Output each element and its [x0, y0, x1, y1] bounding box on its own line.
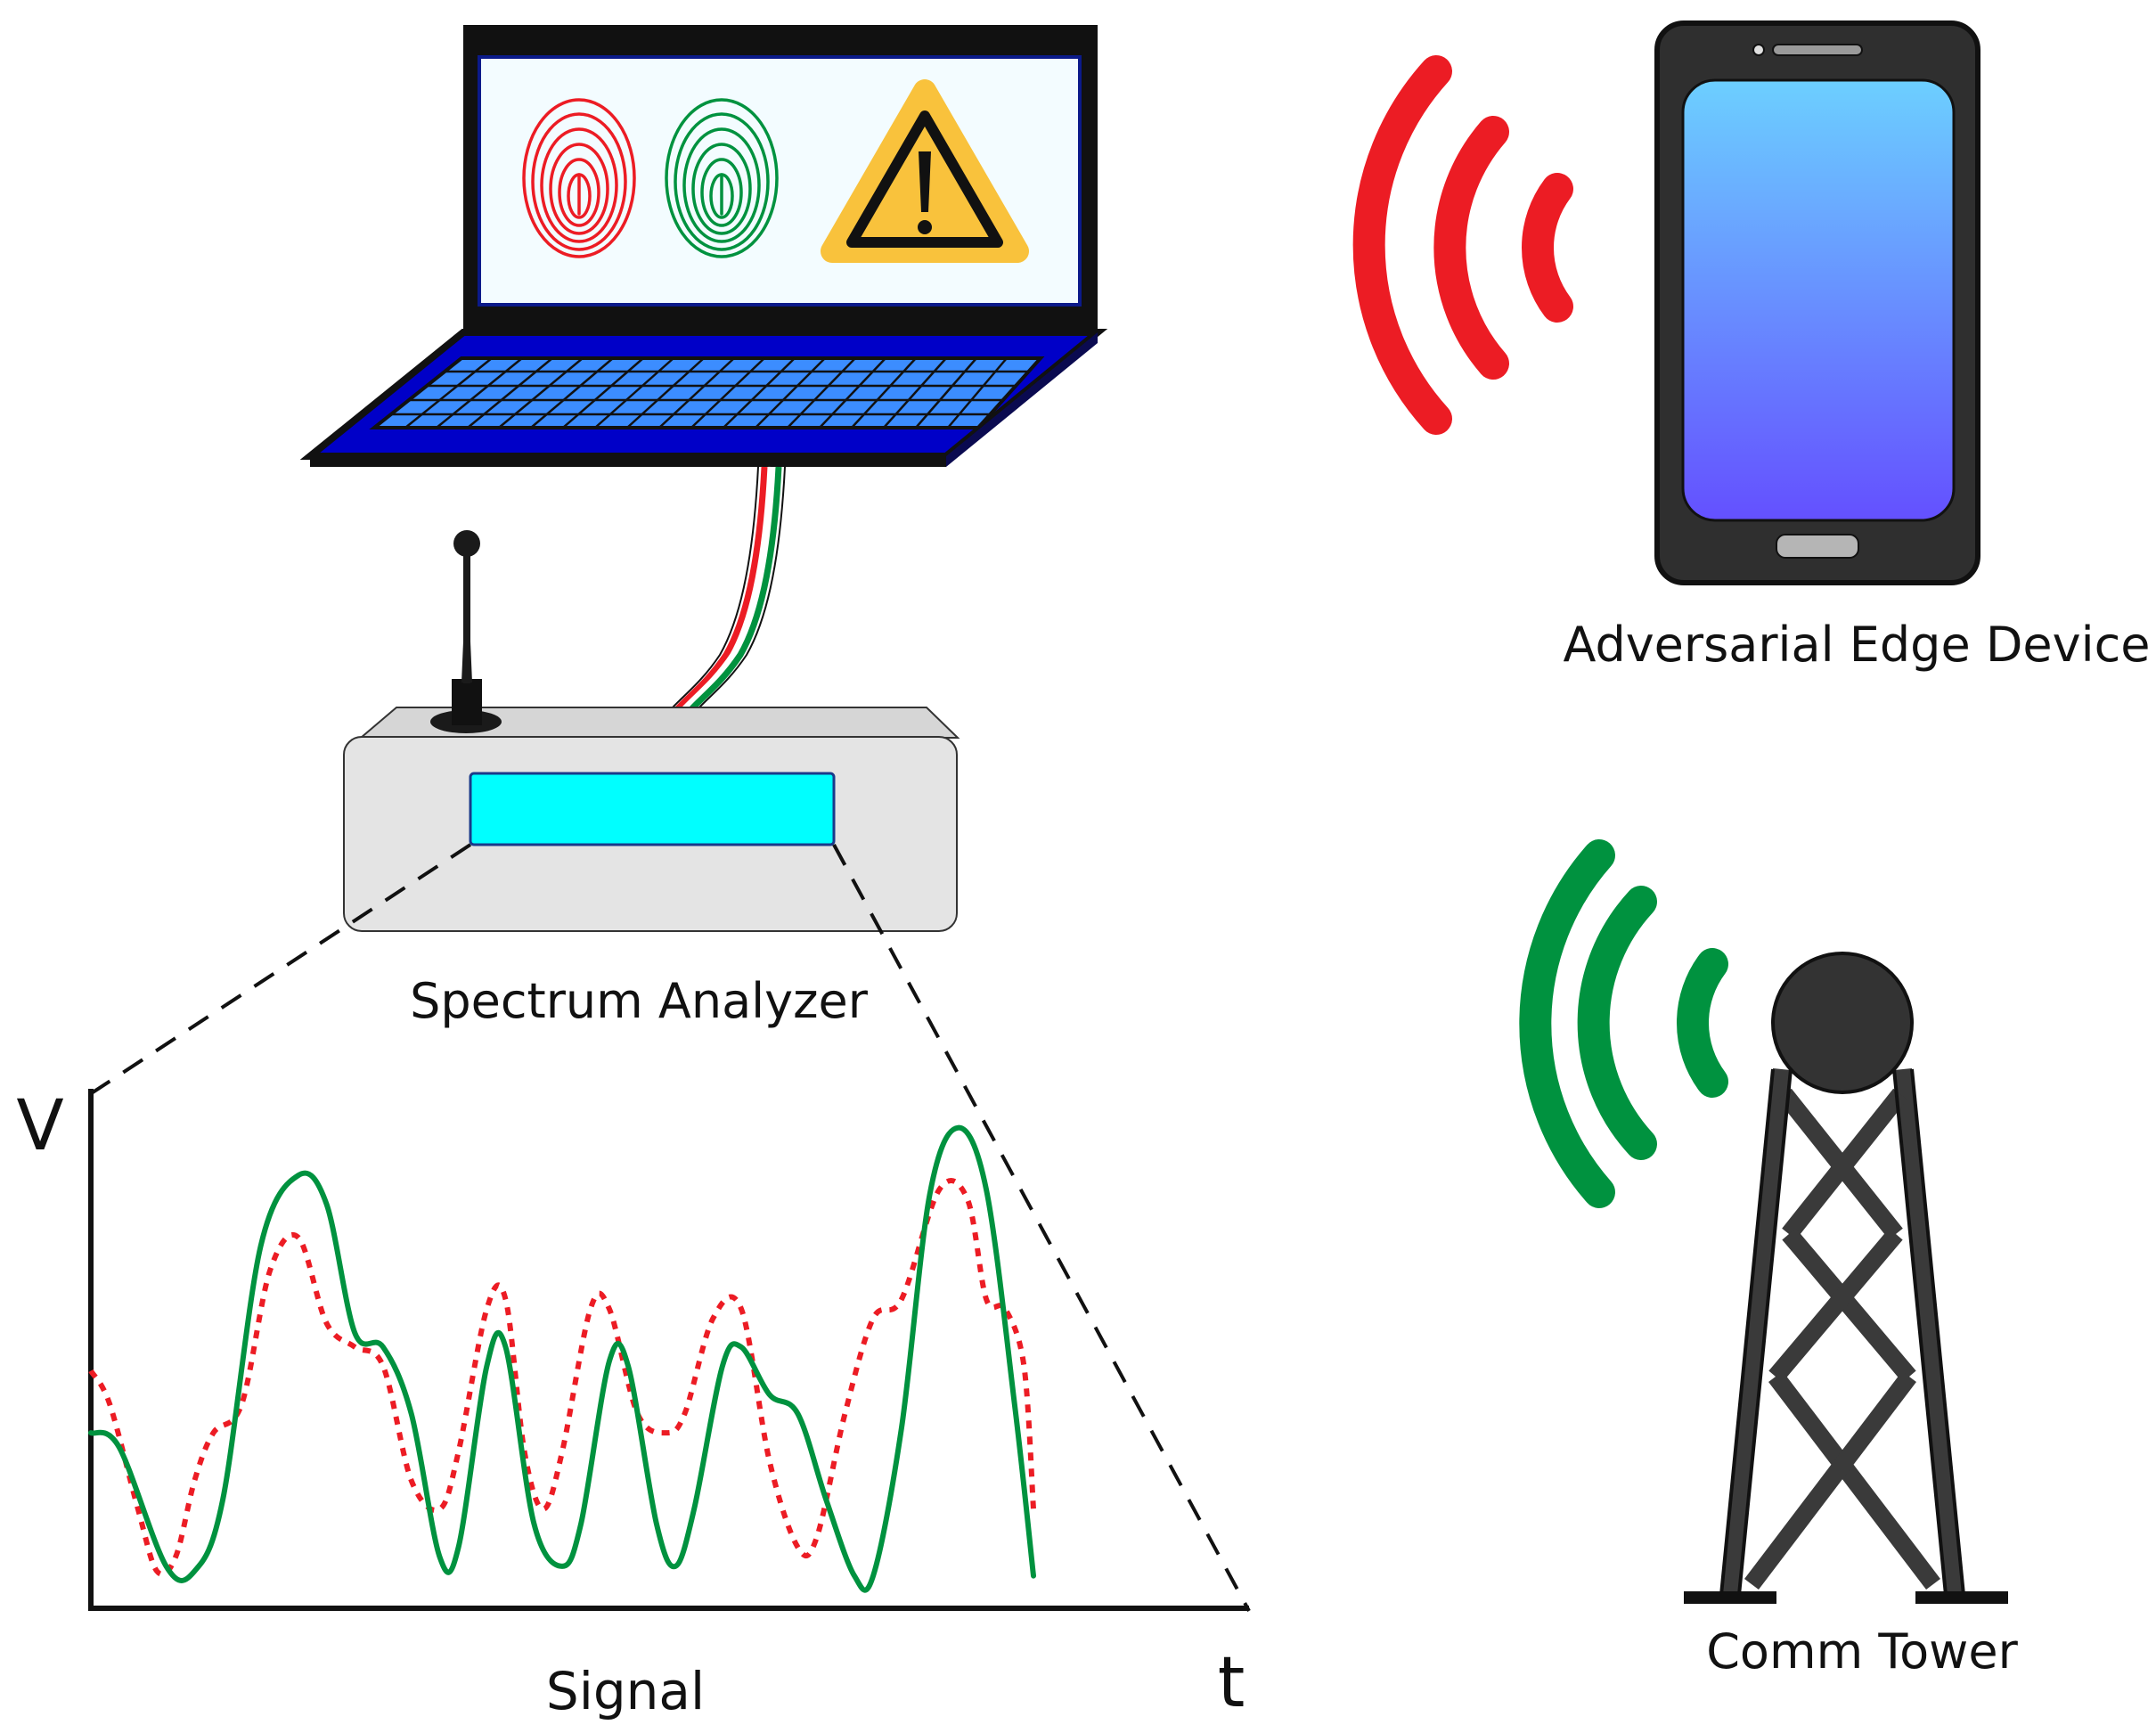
smartphone-icon: [1654, 20, 1980, 585]
phone-camera: [1752, 44, 1765, 56]
tower-foot-right: [1915, 1591, 2008, 1604]
series-line-solid-green: [88, 1124, 1036, 1593]
zoom-dashed-line: [86, 843, 1251, 1612]
phone-screen: [1681, 78, 1956, 522]
y-axis-label: V: [16, 1086, 63, 1166]
spectrum-analyzer-icon: [343, 530, 960, 932]
keyboard: [369, 356, 1045, 429]
radio-tower-icon: [1684, 952, 2008, 1604]
series-line-dotted-red: [88, 1178, 1036, 1577]
tower-foot-left: [1684, 1591, 1776, 1604]
series-layer: [88, 1124, 1036, 1593]
phone-home-button: [1776, 534, 1859, 559]
data-cable: [670, 466, 786, 712]
laptop-front-edge: [310, 456, 946, 467]
x-axis-label: t: [1218, 1643, 1245, 1723]
analyzer-display: [469, 772, 836, 846]
wireless-signal-icon: [1519, 839, 1728, 1208]
laptop-front-side: [946, 332, 1098, 467]
keyboard-grid: [392, 357, 1029, 429]
warning-triangle-icon: [821, 79, 1029, 263]
wireless-signal-icon: [1352, 55, 1573, 435]
fingerprint-icon: [522, 98, 636, 258]
antenna-icon: [430, 530, 502, 733]
fingerprint-icon: [665, 98, 779, 258]
laptop-icon: [299, 25, 1108, 467]
analyzer-top: [358, 707, 960, 739]
tower-top-sphere: [1771, 952, 1914, 1094]
chart-caption: Signal: [546, 1661, 705, 1721]
signal-chart: V t Signal: [16, 1086, 1249, 1723]
phone-speaker: [1772, 44, 1863, 56]
tower-label: Comm Tower: [1706, 1623, 2018, 1680]
analyzer-label: Spectrum Analyzer: [410, 973, 869, 1029]
phone-label: Adversarial Edge Device: [1563, 617, 2150, 673]
